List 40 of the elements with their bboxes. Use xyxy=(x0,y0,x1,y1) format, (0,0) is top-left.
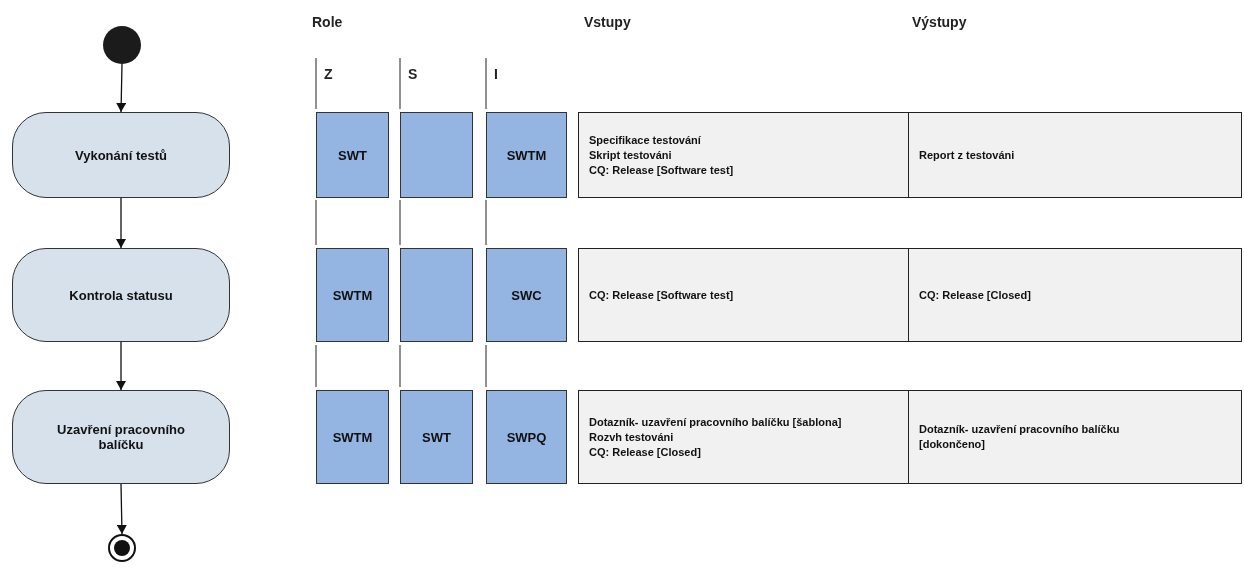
arrow xyxy=(116,63,127,113)
column-header: Výstupy xyxy=(912,14,967,30)
io-text: Report z testováni xyxy=(919,147,1016,163)
io-box xyxy=(908,390,1242,484)
lane-header: I xyxy=(494,66,498,82)
lane-header: Z xyxy=(324,66,333,82)
column-header: Role xyxy=(312,14,343,30)
arrow xyxy=(116,483,127,535)
role-box xyxy=(400,248,473,342)
io-text: Specifikace testování xyxy=(589,132,702,148)
io-box xyxy=(578,390,909,484)
activity-box: Uzavření pracovního balíčku xyxy=(12,390,230,484)
role-box: SWT xyxy=(316,112,389,198)
column-header: Vstupy xyxy=(584,14,631,30)
role-box: SWC xyxy=(486,248,567,342)
io-box xyxy=(908,112,1242,198)
io-text: CQ: Release [Closed] xyxy=(589,444,702,460)
activity-box: Kontrola statusu xyxy=(12,248,230,342)
io-text: Skript testováni xyxy=(589,147,673,163)
io-text: Dotazník- uzavření pracovního balíčku [dokončeno] xyxy=(919,422,1121,452)
arrow xyxy=(116,197,126,249)
io-text: CQ: Release [Closed] xyxy=(919,287,1032,303)
role-box: SWTM xyxy=(316,390,389,484)
io-box xyxy=(578,112,909,198)
io-box xyxy=(908,248,1242,342)
start-node xyxy=(103,26,141,64)
lane-header: S xyxy=(408,66,418,82)
io-text: CQ: Release [Software test] xyxy=(589,162,735,178)
role-box: SWPQ xyxy=(486,390,567,484)
io-text: Dotazník- uzavření pracovního balíčku [šablona] xyxy=(589,414,843,430)
role-box: SWT xyxy=(400,390,473,484)
io-text: CQ: Release [Software test] xyxy=(589,287,735,303)
io-box xyxy=(578,248,909,342)
end-node xyxy=(108,534,136,562)
io-text: Rozvh testováni xyxy=(589,429,675,445)
arrow xyxy=(116,341,126,391)
role-box: SWTM xyxy=(486,112,567,198)
activity-box: Vykonání testů xyxy=(12,112,230,198)
role-box xyxy=(400,112,473,198)
role-box: SWTM xyxy=(316,248,389,342)
